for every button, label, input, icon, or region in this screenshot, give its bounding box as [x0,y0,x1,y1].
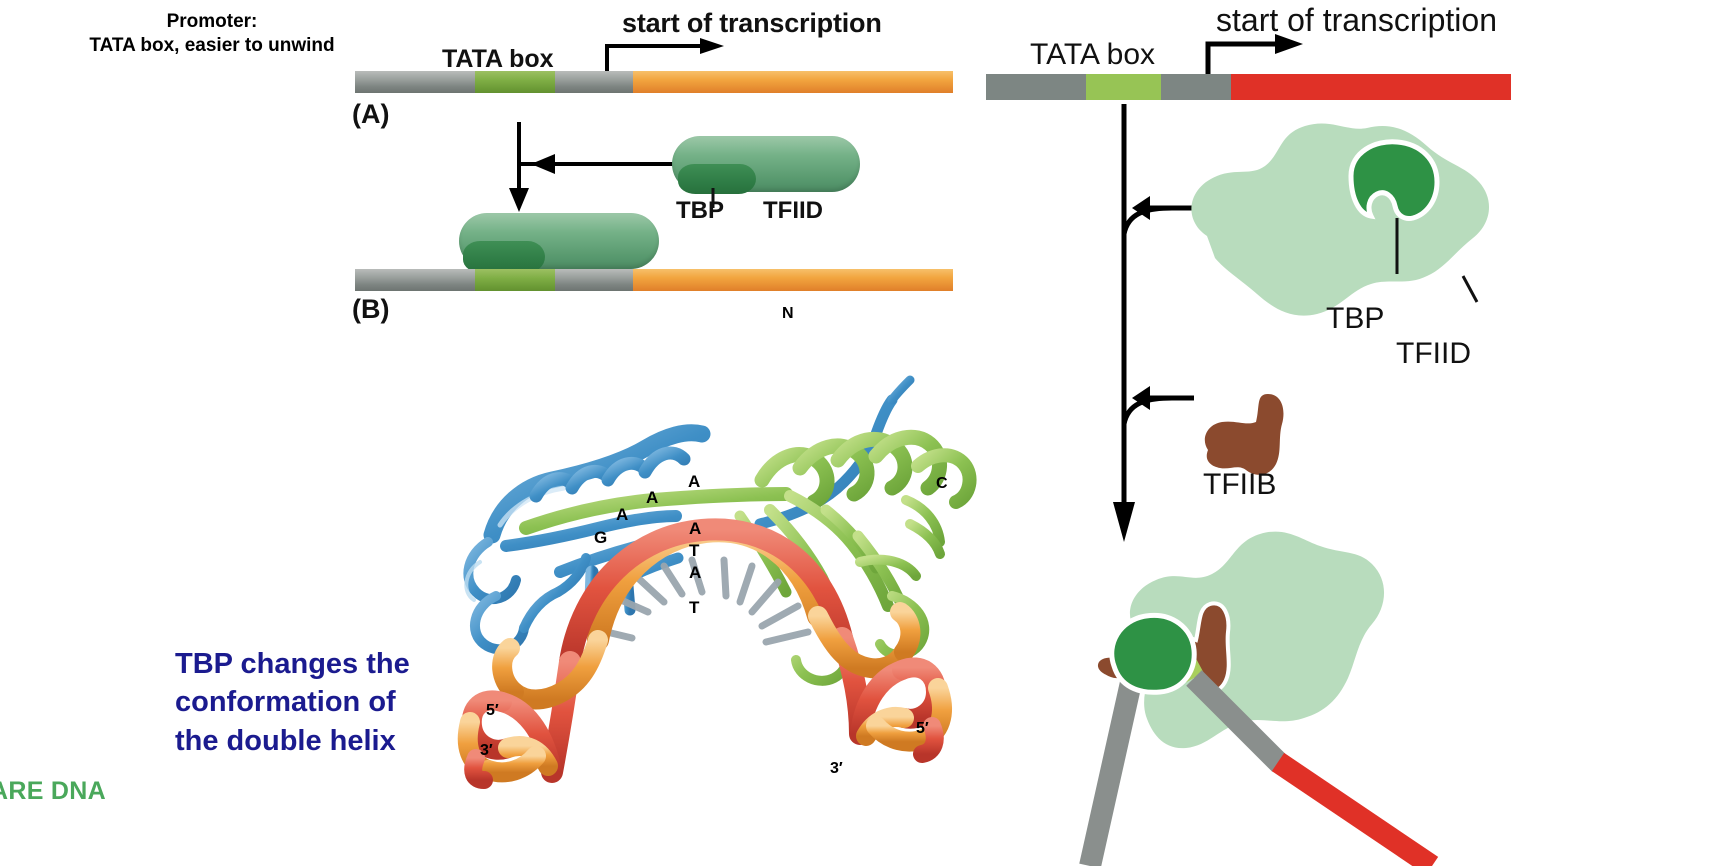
tbp-subunit [678,164,756,194]
right-tbp-label: TBP [1326,302,1385,335]
dna-segment-upstream [986,74,1086,100]
base-label-a1: A [616,505,629,524]
tbp-pointer-line [711,188,715,208]
left-dna-strand-b [355,269,953,291]
left-tbp-label: TBP [676,197,724,224]
right-3prime-label: 3′ [830,760,843,777]
dna-segment-transcribed [633,71,953,93]
promoter-note-line1: Promoter: [166,11,258,32]
left-start-arrow-a [604,36,734,84]
left-tata-box-label: TATA box [442,45,554,73]
right-tata-box-label: TATA box [1030,38,1156,71]
promoter-note-line2: TATA box, easier to unwind [89,34,335,56]
dna-segment-transcribed [1231,74,1511,100]
tbp-dna-ribbon-structure [440,310,980,789]
conformation-note-line3: the double helix [175,724,396,757]
assembled-complex-bent-dna [980,520,1450,866]
tfiib-blob [1198,392,1308,482]
dna-segment-tata-box [475,71,555,93]
dna-segment-spacer [555,269,633,291]
left-dna-strand-a [355,71,953,93]
left-process-arrows [493,120,833,212]
tfiid-blob-free [1165,118,1495,338]
right-5prime-label: 5′ [916,720,929,737]
dna-segment-tata-box [1086,74,1161,100]
right-tfiib-label: TFIIB [1203,468,1277,501]
base-label-g: G [594,528,608,547]
tbp-subunit-bound [463,241,545,273]
dna-segment-tata-box [475,269,555,291]
base-label-t2: T [689,598,700,617]
right-process-arrow [1108,104,1228,544]
right-start-arrow [1205,34,1315,80]
dna-segment-upstream [355,71,475,93]
n-terminus-label: N [782,305,794,322]
dna-segment-spacer [555,71,633,93]
footer-green-text: ARE DNA [0,777,106,805]
left-5prime-label: 5′ [486,702,499,719]
dna-segment-spacer [1161,74,1231,100]
right-dna-strand [986,74,1511,100]
panel-b-label: (B) [352,294,390,324]
left-3prime-label: 3′ [480,742,493,759]
right-start-of-transcription-label: start of transcription [1216,2,1497,38]
base-label-a5: A [689,563,702,582]
base-label-t1: T [689,541,700,560]
conformation-note-line1: TBP changes the [175,648,410,680]
dna-segment-transcribed [633,269,953,291]
c-terminus-label: C [936,475,948,492]
base-label-a2: A [646,488,659,507]
left-tfiid-label: TFIID [763,197,823,224]
conformation-note-line2: conformation of [175,686,396,719]
promoter-note: Promoter: TATA box, easier to unwind [62,10,362,58]
base-label-a3: A [688,472,701,491]
conformation-note: TBP changes the conformation of the doub… [175,645,465,760]
base-label-a4: A [689,519,702,538]
right-tfiid-label: TFIID [1396,337,1471,370]
dna-segment-upstream [355,269,475,291]
left-start-of-transcription-label: start of transcription [622,8,882,38]
panel-a-label: (A) [352,99,390,129]
